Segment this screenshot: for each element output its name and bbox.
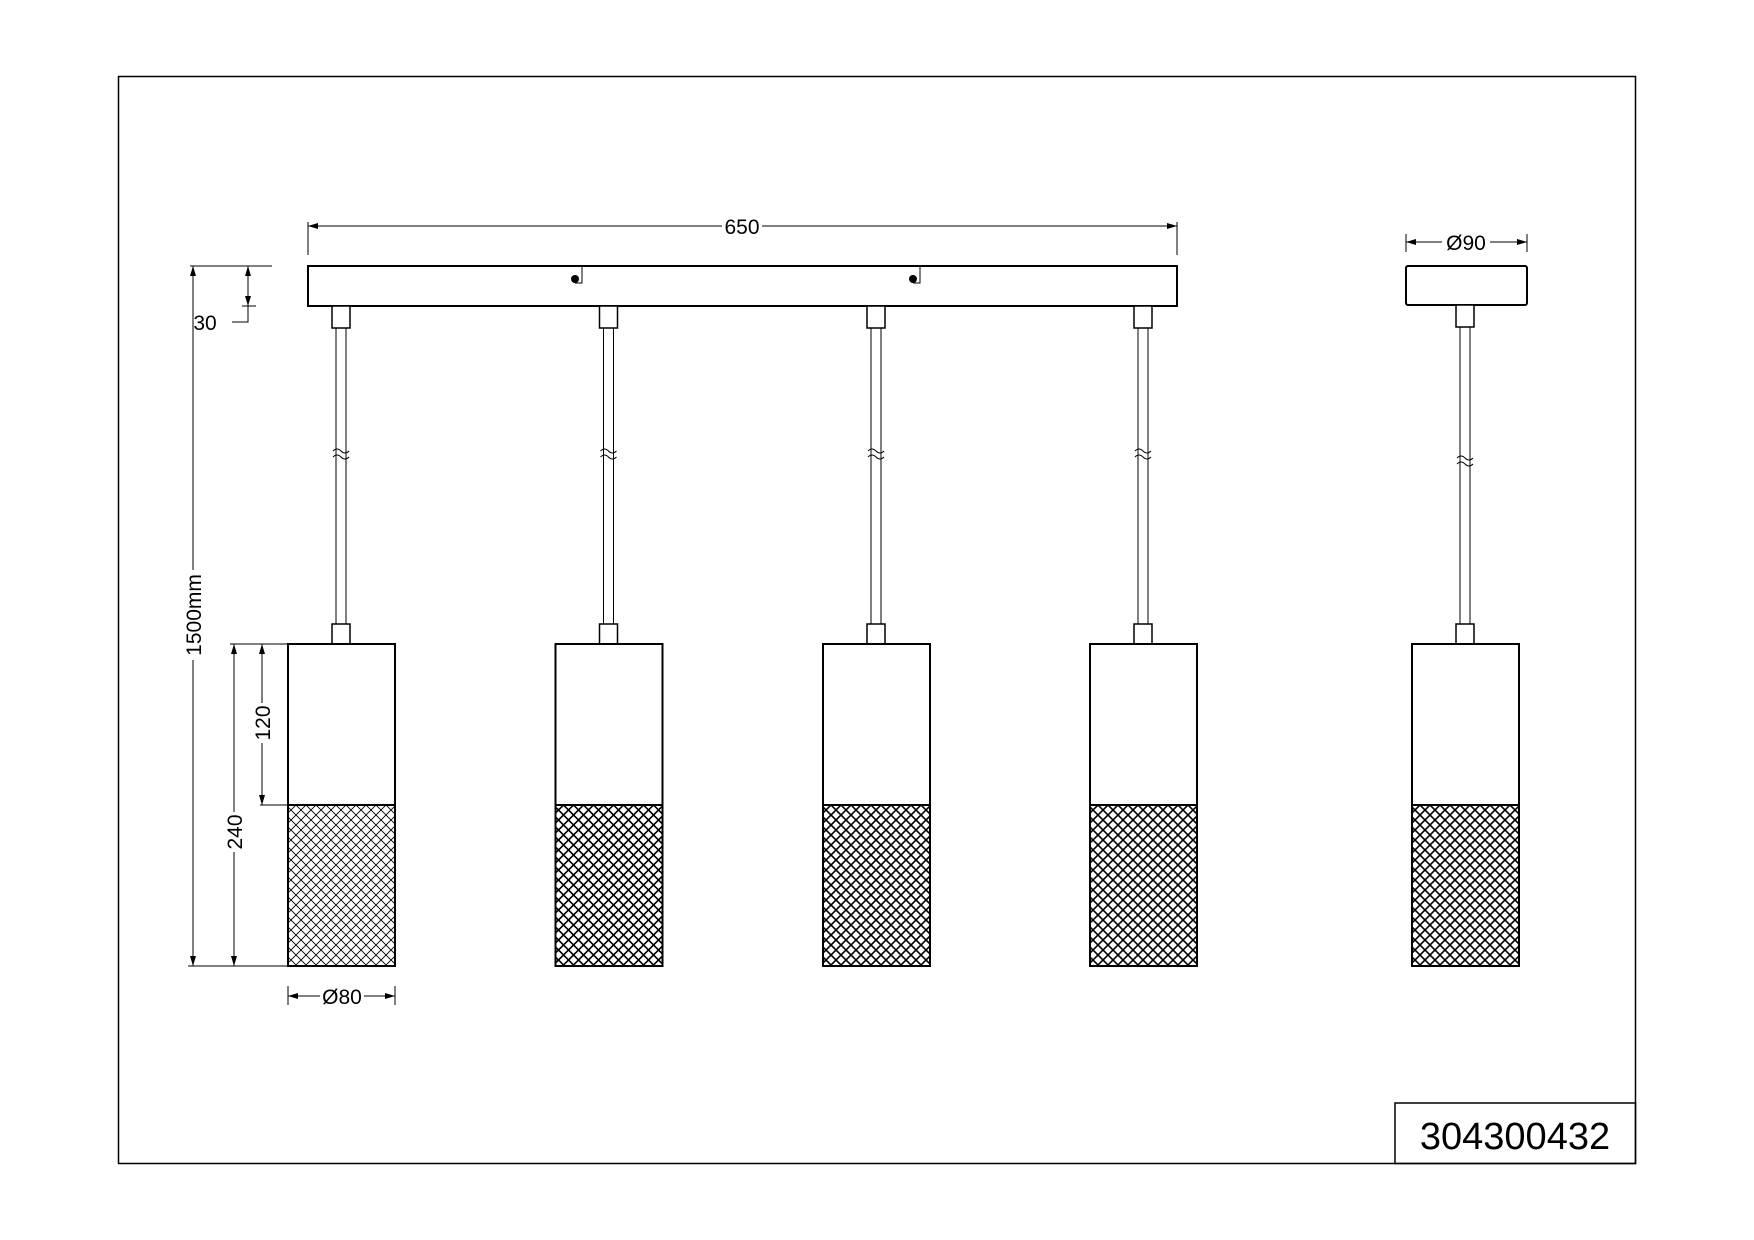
svg-text:240: 240 xyxy=(224,814,247,849)
pendant-side xyxy=(1411,304,1520,967)
side-view: Ø90 xyxy=(1405,232,1528,967)
pendant-1 xyxy=(287,305,396,967)
shade-upper-dimension: 120 xyxy=(252,644,288,806)
mesh-shade xyxy=(287,804,396,967)
pendant-3 xyxy=(822,305,931,967)
mesh-shade xyxy=(822,804,931,967)
pendant-2 xyxy=(554,305,664,967)
canopy-diameter-dimension: Ø90 xyxy=(1446,232,1486,255)
hook-icon xyxy=(909,267,921,284)
width-dimension: 650 xyxy=(307,216,1178,255)
article-number: 304300432 xyxy=(1420,1116,1610,1158)
cord-break-icon xyxy=(1456,455,1474,467)
canopy-bar xyxy=(307,265,1178,307)
mesh-shade xyxy=(1411,804,1520,967)
cord-break-icon xyxy=(600,448,617,460)
title-block: 304300432 xyxy=(1394,1102,1637,1165)
cord-break-icon xyxy=(332,448,350,460)
cord-break-icon xyxy=(1134,448,1152,460)
svg-text:120: 120 xyxy=(252,705,275,740)
svg-text:1500mm: 1500mm xyxy=(183,574,206,656)
pendant-4 xyxy=(1089,305,1198,967)
shade-diameter-dimension: Ø80 xyxy=(287,986,396,1009)
cord-break-icon xyxy=(867,448,885,460)
round-canopy xyxy=(1405,265,1528,306)
drawing-frame xyxy=(117,75,1637,1165)
hook-icon xyxy=(571,267,583,284)
mesh-shade xyxy=(1089,804,1198,967)
mesh-shade xyxy=(554,804,664,967)
svg-text:650: 650 xyxy=(724,216,759,239)
shade-height-dimension: 240 xyxy=(224,643,288,966)
canopy-height-dimension: 30 xyxy=(190,265,272,335)
svg-text:30: 30 xyxy=(193,312,216,335)
total-height-dimension: 1500mm xyxy=(183,266,288,967)
svg-text:Ø80: Ø80 xyxy=(322,986,362,1009)
